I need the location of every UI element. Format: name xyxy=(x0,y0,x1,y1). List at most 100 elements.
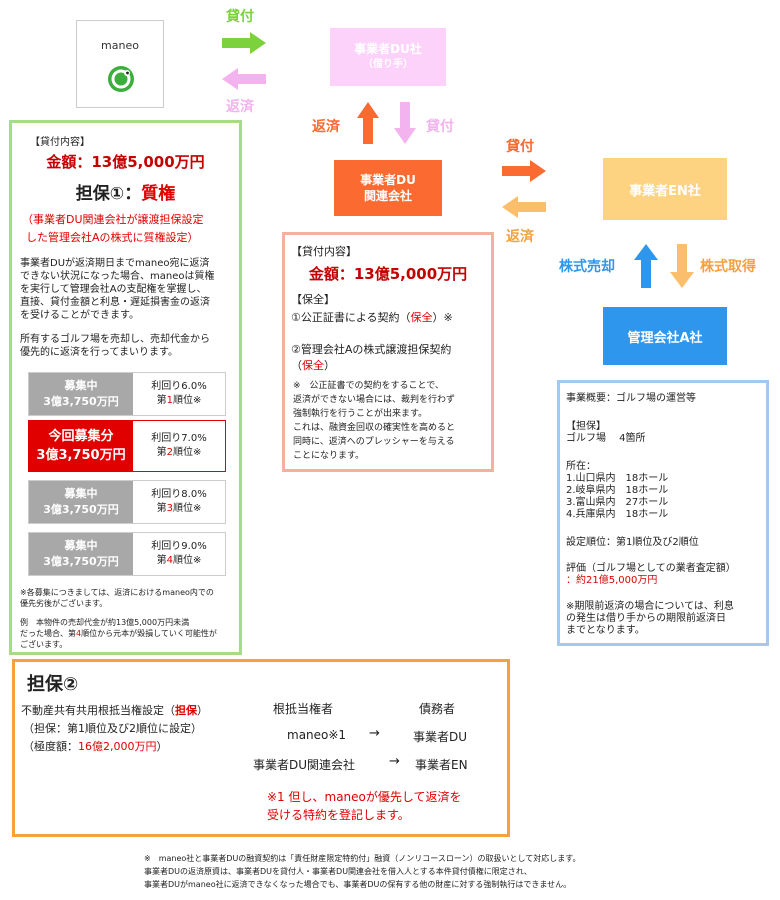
label-lend-top: 貸付 xyxy=(226,9,254,25)
offer-amount: 3億3,750万円 xyxy=(43,503,119,516)
bottom-line2: （担保：第1順位及び2順位に設定） xyxy=(23,722,202,735)
left-collateral-label: 担保①： xyxy=(75,184,142,204)
offer-row-detail: 利回り8.0% 第3順位※ xyxy=(133,481,225,523)
bottom-panel: 担保② 不動産共有共用根抵当権設定（担保） （担保：第1順位及び2順位に設定） … xyxy=(12,659,510,837)
en-name: 事業者EN社 xyxy=(629,183,701,199)
bottom-title: 担保② xyxy=(27,674,79,695)
bottom-line3: （極度額：16億2,000万円） xyxy=(23,740,168,753)
maneo-box: maneo xyxy=(76,20,164,108)
para-line: 事業者DUが返済期日までmaneo宛に返済 xyxy=(20,258,210,269)
arrow-lend-top xyxy=(222,32,266,54)
para-line: 直接、貸付金額と利息・遅延損害金の返済 xyxy=(20,297,210,308)
offer-row-4: 募集中 3億3,750万円 利回り9.0% 第4順位※ xyxy=(28,532,226,576)
du-related-line2: 関連会社 xyxy=(363,189,412,203)
right-line: ：約21億5,000万円 xyxy=(566,575,658,586)
offer-status: 今回募集分 xyxy=(48,429,114,444)
r1-arrow: → xyxy=(369,726,380,741)
center-note: ※ 公正証書での契約をすることで、 返済ができない場合には、裁判を行わず 強制執… xyxy=(293,379,455,463)
offer-yield: 利回り8.0% xyxy=(151,489,207,500)
offer-amount: 3億3,750万円 xyxy=(43,395,119,408)
borrower-box: 事業者DU社 （借り手） xyxy=(330,28,446,86)
borrower-name: 事業者DU社 xyxy=(354,42,422,56)
foot-line: ございます。 xyxy=(20,640,68,649)
footer: ※ maneo社と事業者DUの融資契約は「責任財産限定特約付」融資（ノンリコース… xyxy=(144,852,580,891)
right-line: 所在： xyxy=(566,461,596,472)
para-line: できない状況になった場合、maneoは質権 xyxy=(20,271,215,282)
offer-row-1: 募集中 3億3,750万円 利回り6.0% 第1順位※ xyxy=(28,372,226,416)
col1-head: 根抵当権者 xyxy=(273,702,334,716)
note-line: 強制執行を行うことが出来ます。 xyxy=(293,409,428,419)
center-amount: 金額：13億5,000万円 xyxy=(308,265,468,283)
label-repay-mid: 返済 xyxy=(312,119,340,135)
arrow-repay-right xyxy=(502,196,546,218)
offer-yield: 利回り6.0% xyxy=(151,381,207,392)
note-line: これは、融資金回収の確実性を高めると xyxy=(293,423,456,433)
offer-row-detail: 利回り7.0% 第2順位※ xyxy=(133,421,225,471)
offer-status: 募集中 xyxy=(64,379,98,392)
offer-rank: 第4順位※ xyxy=(156,555,202,566)
offer-amount: 3億3,750万円 xyxy=(43,555,119,568)
offer-yield: 利回り9.0% xyxy=(151,541,207,552)
right-line: 4.兵庫県内 18ホール xyxy=(566,509,669,520)
arrow-lend-mid xyxy=(394,102,416,144)
note-line: ことになります。 xyxy=(293,451,365,461)
offer-rank: 第3順位※ xyxy=(156,503,202,514)
center-item1: ①公正証書による契約（保全）※ xyxy=(291,311,453,324)
arrow-stock-sell xyxy=(634,244,658,288)
right-line: までとなります。 xyxy=(566,625,645,636)
para-line: を実行して管理会社Aの支配権を掌握し、 xyxy=(20,284,207,295)
offer-row-status: 募集中 3億3,750万円 xyxy=(29,481,133,523)
foot-line: ※各募集につきましては、返済におけるmaneo内での xyxy=(20,588,214,597)
bottom-note2: 受ける特約を登記します。 xyxy=(267,808,410,822)
offer-row-3: 募集中 3億3,750万円 利回り8.0% 第3順位※ xyxy=(28,480,226,524)
left-collateral-kind: 質権 xyxy=(141,184,176,204)
footer-line: ※ maneo社と事業者DUの融資契約は「責任財産限定特約付」融資（ノンリコース… xyxy=(144,854,581,863)
right-line: の発生は借り手からの期限前返済日 xyxy=(566,613,726,624)
mgmt-box: 管理会社A社 xyxy=(603,307,727,365)
footer-line: 事業者DUの返済原資は、事業者DUを貸付人・事業者DU関連会社を借入人とする本件… xyxy=(144,867,532,876)
arrow-lend-right xyxy=(502,160,546,182)
right-line: 2.岐阜県内 18ホール xyxy=(566,485,669,496)
offer-status: 募集中 xyxy=(64,539,98,552)
label-lend-mid: 貸付 xyxy=(426,119,454,135)
para-line: を受けることができます。 xyxy=(20,310,139,321)
left-note2: した管理会社Aの株式に質権設定） xyxy=(26,231,199,244)
maneo-name: maneo xyxy=(101,39,139,52)
right-line: 評価（ゴルフ場としての業者査定額） xyxy=(566,563,736,574)
right-line: 事業概要：ゴルフ場の運営等 xyxy=(566,393,696,404)
para-line: 優先的に返済を行ってまいります。 xyxy=(20,347,178,358)
right-line: 3.富山県内 27ホール xyxy=(566,497,669,508)
center-item2: ②管理会社Aの株式譲渡担保契約 xyxy=(291,343,452,356)
offer-rank: 第1順位※ xyxy=(156,395,202,406)
right-line: 【担保】 xyxy=(566,421,606,432)
du-related-box: 事業者DU 関連会社 xyxy=(334,160,442,216)
right-panel: 事業概要：ゴルフ場の運営等 【担保】 ゴルフ場 4箇所 所在： 1.山口県内 1… xyxy=(557,380,769,646)
center-panel: 【貸付内容】 金額：13億5,000万円 【保全】 ①公正証書による契約（保全）… xyxy=(282,232,494,472)
en-box: 事業者EN社 xyxy=(603,158,727,220)
foot-line: 優先劣後がございます。 xyxy=(20,599,108,608)
r2-arrow: → xyxy=(389,754,400,769)
label-stock-sell: 株式売却 xyxy=(559,259,615,275)
left-heading: 【貸付内容】 xyxy=(30,137,90,148)
right-line: ゴルフ場 4箇所 xyxy=(566,433,646,444)
left-foot2: 例 本物件の売却代金が約13億5,000万円未満 だった場合、第4順位から元本が… xyxy=(20,617,217,650)
frog-logo-icon xyxy=(108,66,134,92)
label-lend-right: 貸付 xyxy=(506,139,534,155)
note-line: 返済ができない場合には、裁判を行わず xyxy=(293,395,456,405)
label-repay-right: 返済 xyxy=(506,229,534,245)
note-line: 同時に、返済へのプレッシャーを与える xyxy=(293,437,455,447)
offer-row-status: 募集中 3億3,750万円 xyxy=(29,373,133,415)
footer-line: 事業者DUがmaneo社に返済できなくなった場合でも、事業者DUの保有する他の財… xyxy=(144,880,572,889)
foot-line: 例 本物件の売却代金が約13億5,000万円未満 xyxy=(20,618,190,627)
para-line: 所有するゴルフ場を売却し、売却代金から xyxy=(20,334,210,345)
note-line: ※ 公正証書での契約をすることで、 xyxy=(293,381,444,391)
offer-row-status: 今回募集分 3億3,750万円 xyxy=(29,421,133,471)
left-foot1: ※各募集につきましては、返済におけるmaneo内での 優先劣後がございます。 xyxy=(20,587,214,609)
left-para1: 事業者DUが返済期日までmaneo宛に返済 できない状況になった場合、maneo… xyxy=(20,257,214,322)
col2-head: 債務者 xyxy=(419,702,456,716)
r2-c1: 事業者DU関連会社 xyxy=(253,758,356,772)
bottom-note1: ※1 但し、maneoが優先して返済を xyxy=(267,790,462,804)
center-heading: 【貸付内容】 xyxy=(291,245,357,258)
r1-c2: 事業者DU xyxy=(413,730,468,744)
mgmt-name: 管理会社A社 xyxy=(627,330,703,346)
